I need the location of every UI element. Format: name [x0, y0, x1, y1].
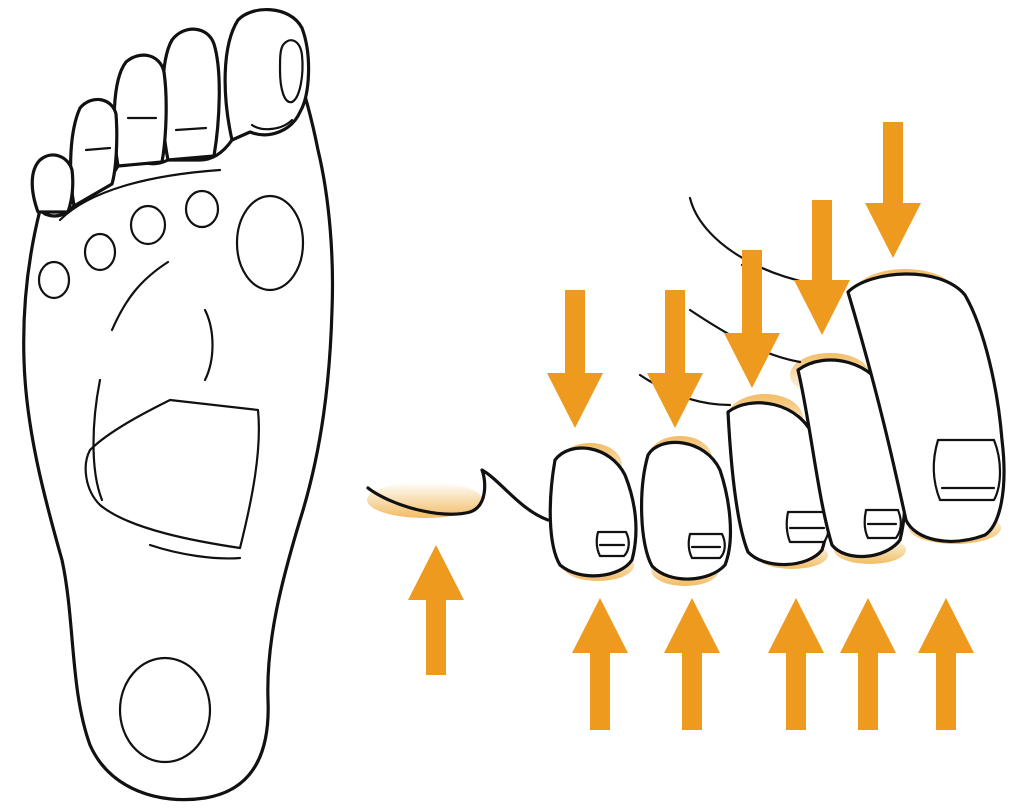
arrow-down-4 — [794, 200, 850, 335]
arrow-down-2 — [647, 290, 703, 428]
arrow-down-5 — [865, 122, 921, 258]
foot-sole — [24, 10, 333, 800]
arrow-up-6 — [918, 598, 974, 730]
toe-3 — [114, 55, 166, 166]
toe-5 — [32, 155, 73, 212]
arrow-down-3 — [724, 250, 780, 388]
arrow-up-3 — [664, 598, 720, 730]
toe-2 — [162, 29, 219, 160]
arrow-up-4 — [768, 598, 824, 730]
arrow-up-1 — [408, 545, 464, 675]
toe-1 — [225, 10, 308, 140]
arrow-down-1 — [547, 290, 603, 428]
arrow-up-5 — [840, 598, 896, 730]
side-nail-big — [934, 440, 1000, 500]
arrow-up-2 — [572, 598, 628, 730]
